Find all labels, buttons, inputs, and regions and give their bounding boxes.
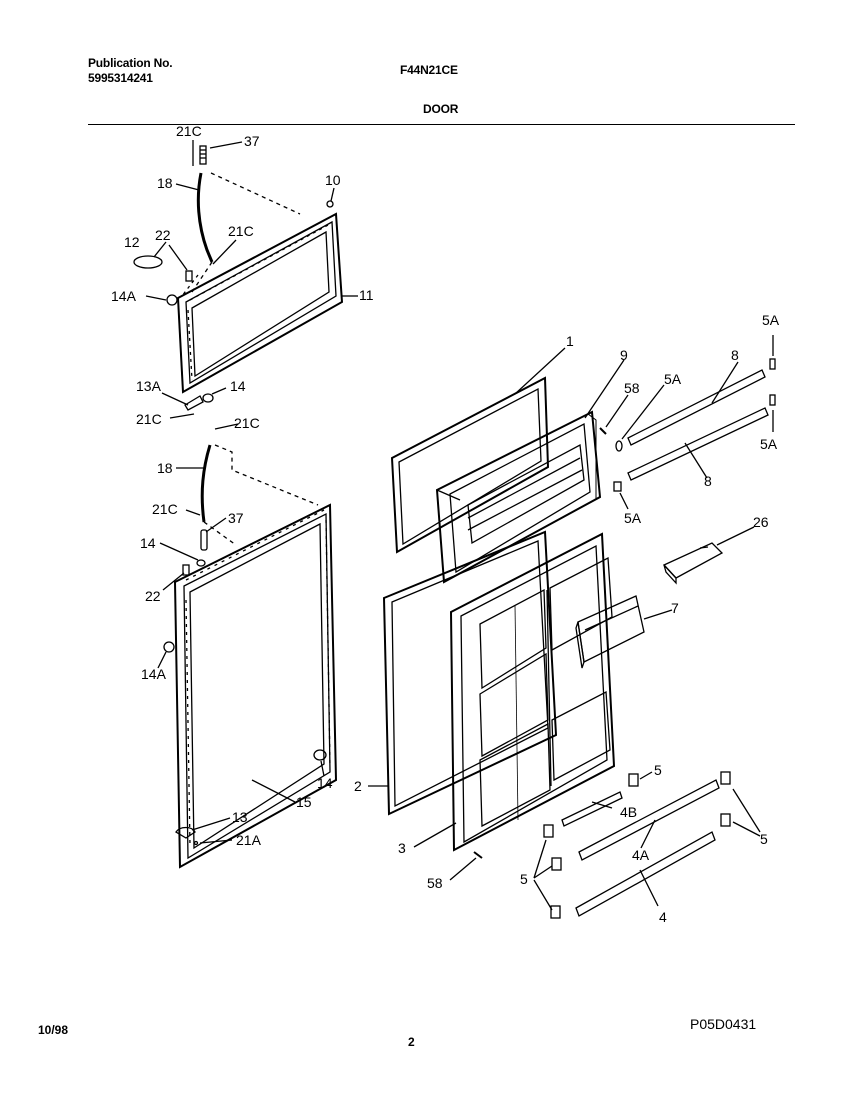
page-number: 2	[408, 1035, 415, 1049]
trim-icon-4	[575, 831, 716, 917]
callout-18: 18	[157, 460, 173, 476]
callout-8: 8	[731, 347, 739, 363]
callout-4b: 4B	[620, 804, 637, 820]
hinge-icon-13a	[184, 395, 204, 411]
publication-label: Publication No.	[88, 56, 173, 70]
callout-13: 13	[232, 809, 248, 825]
callout-2: 2	[354, 778, 362, 794]
trim-icon-8-lower	[627, 407, 769, 481]
washer-icon-upper	[202, 393, 214, 403]
callout-13a: 13A	[136, 378, 162, 394]
callout-22: 22	[155, 227, 171, 243]
hinge-icon-13	[175, 826, 196, 839]
hinge-cable-lower	[200, 444, 212, 523]
bushing-icon-lower	[163, 641, 175, 653]
callout-21a: 21A	[236, 832, 262, 848]
spring-icon-upper	[199, 145, 207, 165]
callout-11: 11	[359, 287, 374, 303]
callout-21c: 21C	[234, 415, 260, 431]
callout-5: 5	[520, 871, 528, 887]
callout-3: 3	[398, 840, 406, 856]
callout-37: 37	[228, 510, 244, 526]
trim-icon-4a	[578, 779, 720, 861]
diagram-code: P05D0431	[690, 1016, 757, 1032]
callout-5: 5	[760, 831, 768, 847]
callout-21c: 21C	[152, 501, 178, 517]
butter-bin-icon	[662, 542, 724, 585]
callout-14a: 14A	[111, 288, 137, 304]
callout-9: 9	[620, 347, 628, 363]
spring-icon-lower	[200, 529, 208, 551]
leader-upper-dashed	[210, 172, 301, 215]
dairy-shelf-icon	[575, 595, 645, 669]
callout-5: 5	[654, 762, 662, 778]
revision-date: 10/98	[38, 1023, 69, 1037]
callout-15: 15	[296, 794, 312, 810]
callout-4: 4	[659, 909, 667, 925]
callout-1: 1	[566, 333, 574, 349]
callout-7: 7	[671, 600, 679, 616]
callout-5a: 5A	[664, 371, 682, 387]
freezer-door-gasket	[390, 376, 550, 554]
fresh-food-outer-door	[449, 532, 616, 852]
callout-58: 58	[624, 380, 640, 396]
callout-12: 12	[124, 234, 140, 250]
washer-icon-lower	[313, 749, 327, 761]
callout-14: 14	[140, 535, 156, 551]
freezer-outer-door	[435, 410, 602, 584]
callout-21c: 21C	[136, 411, 162, 427]
callout-4a: 4A	[632, 847, 650, 863]
publication-number: 5995314241	[88, 71, 153, 85]
screw-icon-10	[326, 200, 334, 208]
callout-22: 22	[145, 588, 161, 604]
endcap-icon-a	[628, 773, 639, 787]
callout-10: 10	[325, 172, 341, 188]
callout-14: 14	[317, 775, 333, 791]
plug-disc-icon	[133, 255, 163, 269]
callout-37: 37	[244, 133, 260, 149]
bushing-icon-upper	[166, 294, 178, 306]
callout-5a: 5A	[624, 510, 642, 526]
section-title: DOOR	[423, 102, 459, 116]
callout-5a: 5A	[760, 436, 778, 452]
callout-14: 14	[230, 378, 246, 394]
fresh-food-door-liner	[173, 503, 338, 869]
callout-14a: 14A	[141, 666, 167, 682]
callout-58: 58	[427, 875, 443, 891]
pin-icon-upper	[185, 270, 193, 282]
header-rule	[88, 124, 795, 125]
callout-26: 26	[753, 514, 769, 530]
callout-21c: 21C	[228, 223, 254, 239]
model-number: F44N21CE	[400, 63, 458, 77]
callout-21c: 21C	[176, 123, 202, 139]
callout-18: 18	[157, 175, 173, 191]
fresh-food-door-gasket	[382, 530, 558, 816]
freezer-liner-stud-row	[187, 223, 331, 381]
hinge-cable-upper	[196, 172, 214, 263]
freezer-door-liner	[176, 212, 344, 394]
trim-icon-8-upper	[627, 369, 766, 446]
callout-5a: 5A	[762, 312, 780, 328]
callout-8: 8	[704, 473, 712, 489]
trim-icon-4b	[561, 791, 623, 827]
